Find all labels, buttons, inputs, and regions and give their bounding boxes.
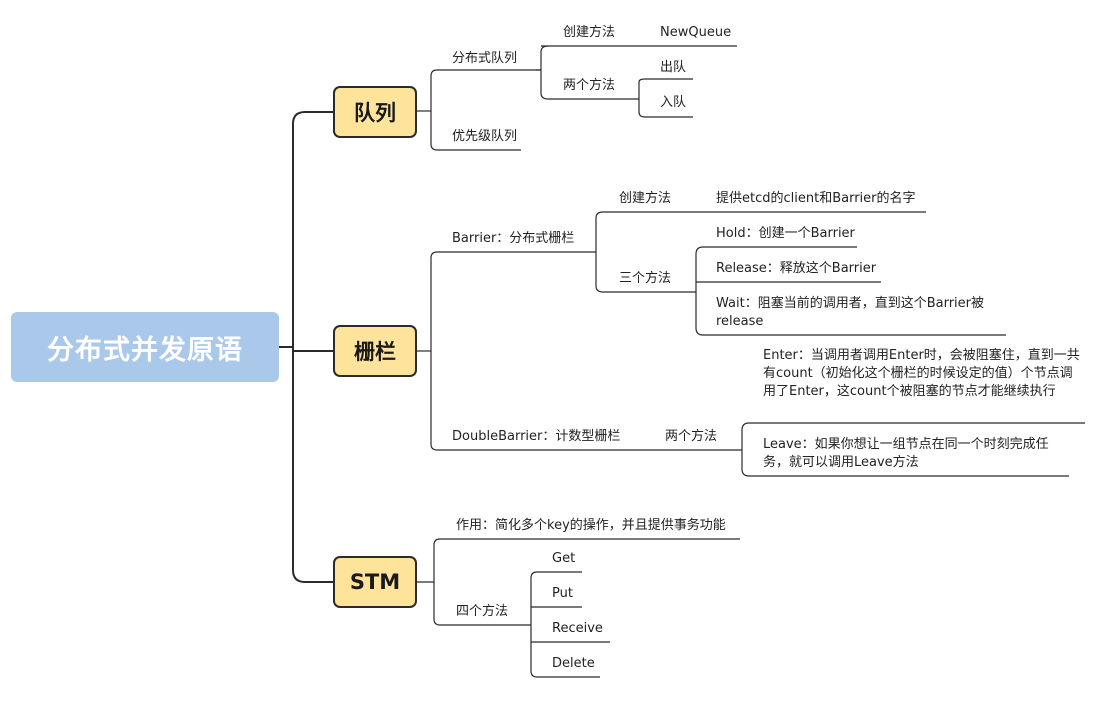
barrier-release: Release：释放这个Barrier [716,261,877,276]
barrier-hold: Hold：创建一个Barrier [716,226,855,241]
stm-receive: Receive [552,621,603,636]
barrier-leave: Leave：如果你想让一组节点在同一个时刻完成任务，就可以调用Leave方法 [763,437,1049,470]
stm-get: Get [552,551,576,566]
root-node: 分布式并发原语 [11,312,279,382]
node-queue: 队列 [333,86,417,138]
node-stm: STM [333,556,417,608]
barrier-enter: Enter：当调用者调用Enter时，会被阻塞住，直到一共有count（初始化这… [763,348,1080,399]
barrier-create-method: 创建方法 [619,191,672,206]
queue-dequeue: 出队 [660,60,687,75]
barrier-two-methods: 两个方法 [665,429,718,444]
queue-enqueue: 入队 [660,95,687,110]
queue-distributed: 分布式队列 [452,51,518,66]
barrier-create-desc: 提供etcd的client和Barrier的名字 [716,191,916,206]
queue-newqueue: NewQueue [660,25,732,40]
stm-four-methods: 四个方法 [456,604,509,619]
barrier-double: DoubleBarrier：计数型栅栏 [452,429,621,444]
node-barrier: 栅栏 [333,325,417,377]
queue-two-methods: 两个方法 [563,78,616,93]
barrier-wait: Wait：阻塞当前的调用者，直到这个Barrier被release [716,296,984,329]
stm-purpose: 作用：简化多个key的操作，并且提供事务功能 [456,518,726,533]
stm-delete: Delete [552,656,595,671]
barrier-three-methods: 三个方法 [619,271,672,286]
queue-priority: 优先级队列 [452,129,518,144]
queue-create-method: 创建方法 [563,25,616,40]
stm-put: Put [552,586,573,601]
barrier-distributed: Barrier：分布式栅栏 [452,231,575,246]
